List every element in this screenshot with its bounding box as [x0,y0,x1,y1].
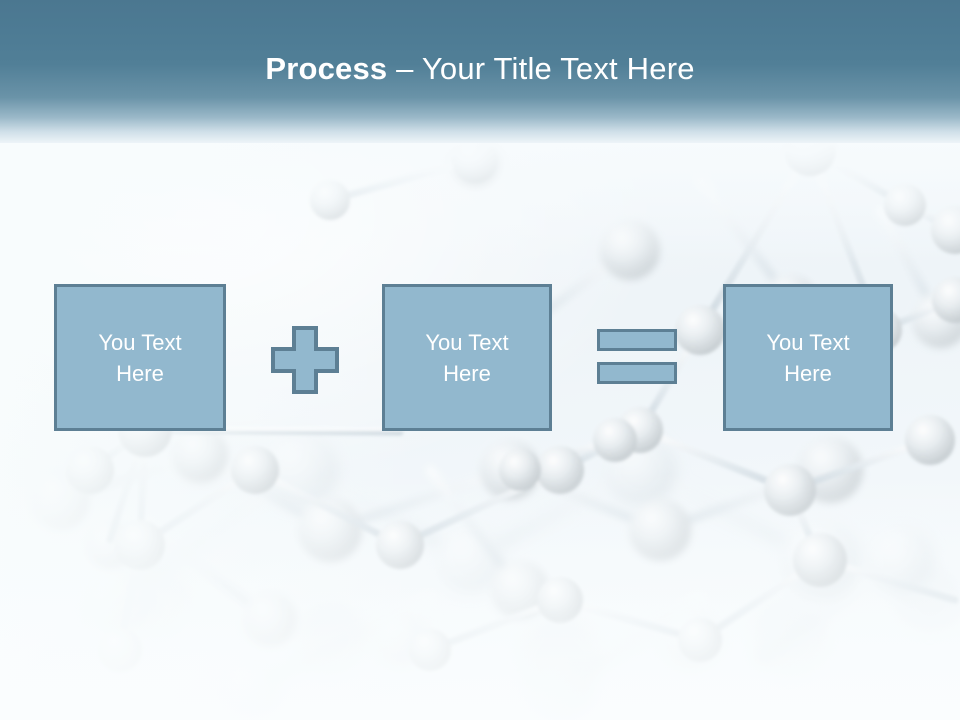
equals-operator-icon [597,329,677,384]
page-title-strong: Process [265,51,388,86]
equals-bar-bottom [597,362,677,384]
process-box-1-text: You Text Here [98,327,181,389]
slide-header-banner: Process – Your Title Text Here [0,0,960,143]
equals-bar-top [597,329,677,351]
process-box-3-line2: Here [784,360,832,386]
plus-operator-icon [271,326,339,394]
process-box-1-line1: You Text [98,329,182,355]
process-box-2-line1: You Text [425,329,509,355]
process-box-2[interactable]: You Text Here [382,284,552,431]
process-box-3-text: You Text Here [766,327,849,389]
process-box-1[interactable]: You Text Here [54,284,226,431]
process-box-1-line2: Here [116,360,164,386]
process-box-3-line1: You Text [766,329,850,355]
process-box-2-text: You Text Here [425,327,508,389]
process-box-3[interactable]: You Text Here [723,284,893,431]
page-title-rest: – Your Title Text Here [387,51,695,86]
process-box-2-line2: Here [443,360,491,386]
page-title: Process – Your Title Text Here [0,50,960,88]
